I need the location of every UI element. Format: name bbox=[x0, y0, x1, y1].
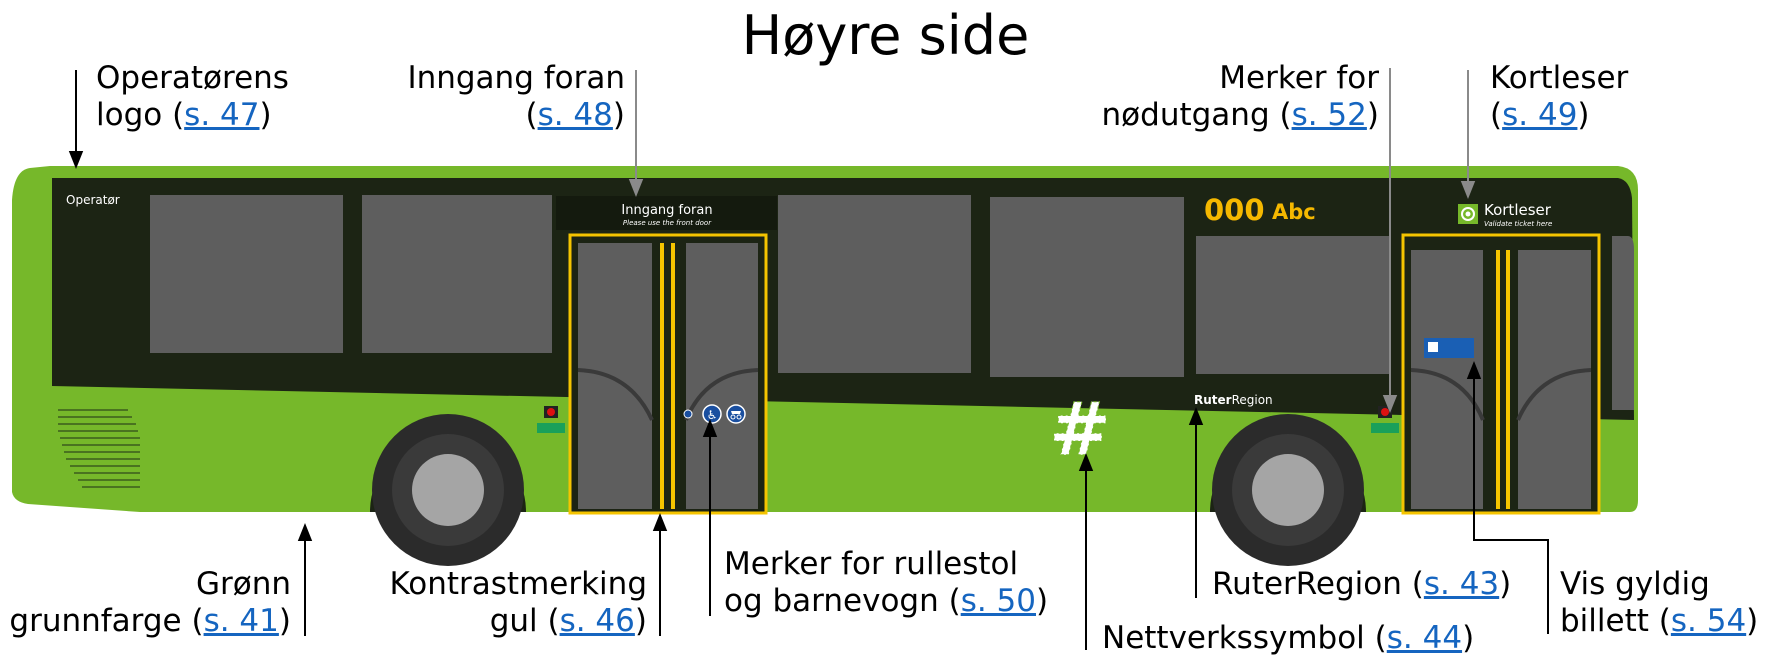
front-vent bbox=[58, 409, 140, 488]
contrast-stripe bbox=[671, 243, 675, 509]
label-valid-ticket: Vis gyldig billett (s. 54) bbox=[1560, 566, 1759, 639]
window bbox=[1612, 236, 1634, 410]
window bbox=[362, 195, 552, 353]
network-symbol: # bbox=[1049, 387, 1111, 473]
page-link[interactable]: s. 41 bbox=[203, 603, 279, 639]
window bbox=[1196, 236, 1390, 374]
front-sign-subtitle: Please use the front door bbox=[623, 219, 712, 227]
label-contrast-marking: Kontrastmerking gul (s. 46) bbox=[389, 566, 647, 639]
card-reader-title: Kortleser bbox=[1484, 201, 1552, 219]
page-link[interactable]: s. 52 bbox=[1291, 97, 1367, 133]
front-sign-panel bbox=[556, 196, 777, 230]
front-door-leaf bbox=[578, 243, 652, 509]
operator-logo: Operatør bbox=[66, 193, 120, 207]
window bbox=[990, 197, 1184, 377]
route-number: 000 bbox=[1204, 193, 1265, 227]
label-wheelchair-marks: Merker for rullestol og barnevogn (s. 50… bbox=[724, 546, 1049, 619]
label-emergency-exit: Merker for nødutgang (s. 52) bbox=[1101, 60, 1379, 133]
label-green-base: Grønn grunnfarge (s. 41) bbox=[9, 566, 291, 639]
label-card-reader: Kortleser (s. 49) bbox=[1490, 60, 1629, 133]
page-link[interactable]: s. 47 bbox=[184, 97, 260, 133]
page-link[interactable]: s. 46 bbox=[559, 603, 635, 639]
front-sign-title: Inngang foran bbox=[621, 203, 712, 218]
page-link[interactable]: s. 43 bbox=[1423, 566, 1500, 602]
window bbox=[150, 195, 343, 353]
contrast-stripe bbox=[1496, 250, 1500, 509]
arrow-valid-ticket bbox=[1466, 361, 1549, 634]
label-ruter-region: RuterRegion (s. 43) bbox=[1212, 566, 1512, 602]
emergency-tag bbox=[537, 423, 565, 433]
label-front-entrance: Inngang foran (s. 48) bbox=[407, 60, 625, 133]
page-link[interactable]: s. 50 bbox=[960, 583, 1036, 619]
page-link[interactable]: s. 49 bbox=[1502, 97, 1578, 133]
front-door-leaf bbox=[686, 243, 758, 509]
label-operator-logo: Operatørens logo (s. 47) bbox=[96, 60, 289, 133]
route-name: Abc bbox=[1272, 200, 1316, 224]
svg-text:♿: ♿ bbox=[707, 408, 718, 422]
small-marker-icon bbox=[683, 409, 693, 419]
page-link[interactable]: s. 48 bbox=[537, 97, 613, 133]
contrast-stripe bbox=[1506, 250, 1510, 509]
page-link[interactable]: s. 44 bbox=[1386, 620, 1463, 656]
window bbox=[778, 195, 971, 373]
contrast-stripe bbox=[660, 243, 664, 509]
page-link[interactable]: s. 54 bbox=[1670, 603, 1747, 639]
page-title: Høyre side bbox=[741, 4, 1030, 67]
emergency-tag bbox=[1371, 423, 1399, 433]
label-network-symbol: Nettverkssymbol (s. 44) bbox=[1102, 620, 1475, 656]
card-reader-subtitle: Validate ticket here bbox=[1484, 220, 1552, 228]
ruter-region-brand: RuterRegion bbox=[1194, 393, 1273, 407]
